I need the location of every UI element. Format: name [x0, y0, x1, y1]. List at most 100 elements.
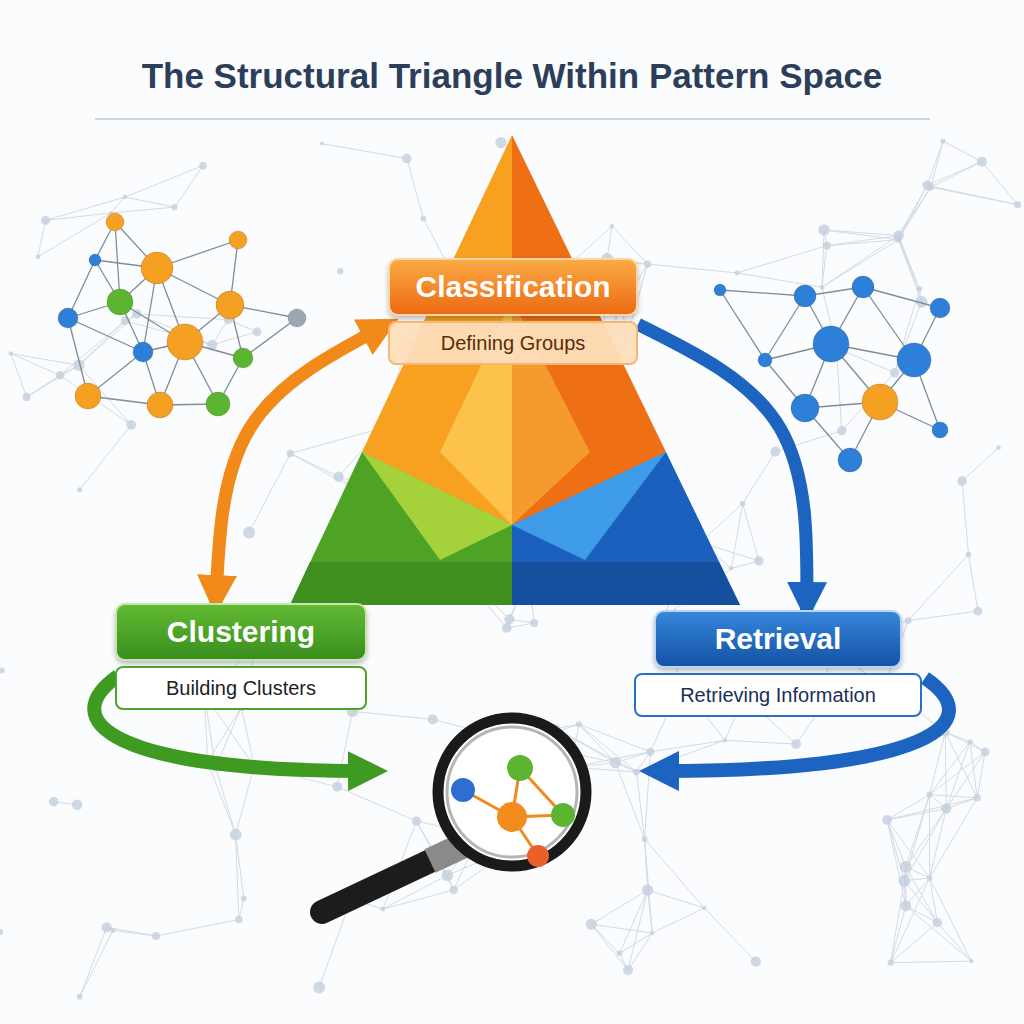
- network-dot: [586, 919, 597, 930]
- network-dot: [941, 139, 946, 144]
- network-dot: [101, 922, 111, 932]
- network-dot: [791, 739, 801, 749]
- network-link: [249, 453, 290, 532]
- network-link: [863, 287, 940, 308]
- network-dot: [751, 956, 761, 966]
- network-link: [11, 354, 79, 366]
- network-link: [407, 159, 424, 219]
- network-link: [125, 166, 203, 197]
- network-link: [977, 752, 985, 798]
- network-dot: [623, 965, 633, 975]
- network-dot: [957, 476, 967, 486]
- pyramid: [290, 135, 740, 605]
- network-dot: [941, 804, 951, 814]
- network-dot: [106, 213, 124, 231]
- network-link: [737, 246, 827, 273]
- network-dot: [927, 875, 933, 881]
- network-dot: [754, 556, 764, 566]
- network-dot: [922, 181, 932, 191]
- network-link: [45, 213, 110, 220]
- network-link: [80, 927, 107, 996]
- network-link: [827, 236, 899, 246]
- network-dot: [895, 236, 901, 242]
- network-dot: [230, 829, 242, 841]
- network-link: [322, 144, 407, 159]
- network-dot: [610, 224, 614, 228]
- network-link: [887, 820, 906, 867]
- network-link: [80, 425, 132, 490]
- node-subtitle: Defining Groups: [388, 321, 638, 365]
- network-dot: [644, 260, 652, 268]
- network-link: [615, 763, 644, 839]
- network-dot: [412, 816, 421, 825]
- pyramid-face: [362, 452, 512, 560]
- network-link: [743, 452, 776, 504]
- network-link: [906, 906, 972, 961]
- network-dot: [1014, 201, 1021, 208]
- network-link: [645, 839, 705, 908]
- network-dot: [152, 932, 160, 940]
- network-link: [125, 197, 175, 207]
- network-link: [137, 314, 228, 320]
- network-link: [241, 707, 254, 766]
- network-link: [720, 290, 765, 360]
- network-link: [887, 820, 904, 881]
- network-dot: [974, 794, 981, 801]
- network-link: [645, 752, 651, 839]
- network-link: [579, 724, 651, 752]
- label-box: ClassificationDefining Groups: [388, 258, 638, 365]
- network-dot: [702, 906, 706, 910]
- network-link: [704, 908, 755, 961]
- network-link: [648, 264, 737, 273]
- network-dot: [333, 471, 343, 481]
- network-link: [822, 230, 824, 287]
- network-dot: [380, 907, 385, 912]
- network-link: [80, 930, 113, 996]
- network-dot: [451, 778, 475, 802]
- network-link: [891, 923, 938, 963]
- node-subtitle: Retrieving Information: [634, 673, 922, 717]
- network-dot: [838, 448, 862, 472]
- network-link: [899, 236, 920, 289]
- network-dot: [740, 501, 746, 507]
- network-dot: [820, 285, 825, 290]
- network-dot: [862, 384, 898, 420]
- network-dot: [332, 782, 342, 792]
- network-dot: [502, 623, 512, 633]
- network-link: [945, 732, 977, 798]
- network-dot: [172, 204, 178, 210]
- network-dot: [504, 614, 514, 624]
- network-link: [930, 809, 947, 878]
- network-link: [11, 354, 60, 376]
- network-link: [68, 318, 143, 352]
- network-link: [591, 924, 652, 933]
- network-dot: [888, 960, 894, 966]
- network-link: [945, 732, 947, 809]
- network-link: [628, 933, 652, 970]
- network-dot: [930, 298, 950, 318]
- network-dot: [199, 162, 207, 170]
- network-dot: [495, 137, 506, 148]
- network-link: [887, 798, 977, 820]
- network-link: [38, 220, 46, 257]
- network-link: [962, 481, 968, 554]
- network-link: [943, 141, 982, 162]
- network-dot: [77, 994, 83, 1000]
- network-link: [968, 555, 978, 612]
- network-link: [930, 795, 978, 798]
- network-link: [898, 185, 927, 239]
- network-link: [11, 354, 27, 397]
- network-link: [645, 839, 648, 890]
- network-dot: [147, 392, 173, 418]
- network-link: [652, 908, 704, 933]
- network-dot: [229, 231, 247, 249]
- network-link: [927, 185, 1017, 204]
- node-subtitle: Building Clusters: [115, 666, 367, 710]
- network-link: [208, 762, 236, 835]
- network-dot: [441, 869, 453, 881]
- network-link: [111, 207, 175, 213]
- network-link: [927, 162, 982, 186]
- network-dot: [791, 394, 819, 422]
- network-dot: [723, 738, 727, 742]
